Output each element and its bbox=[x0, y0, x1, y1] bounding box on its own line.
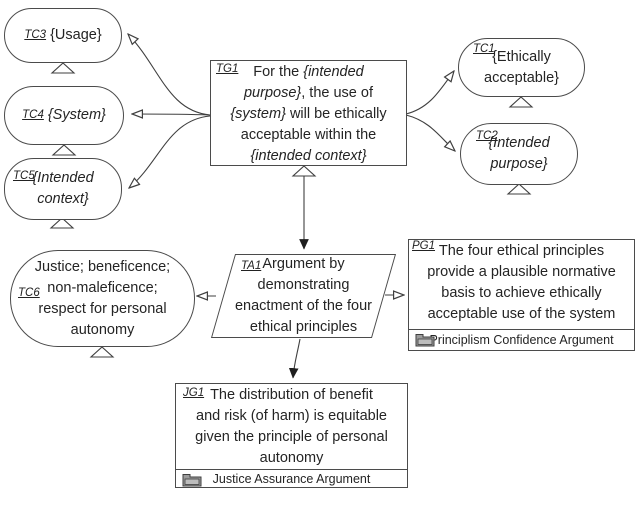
module-reference-jg1: Justice Assurance Argument bbox=[176, 469, 407, 487]
node-id-tc1: TC1 bbox=[473, 43, 495, 55]
goal-node-tg1: TG1 For the {intended purpose}, the use … bbox=[210, 60, 407, 166]
connector-ta1-jg1 bbox=[288, 338, 301, 379]
node-text-tc5: {Intended context} bbox=[32, 170, 94, 207]
node-id-pg1: PG1 bbox=[412, 240, 436, 252]
node-id-tc3: TC3 bbox=[24, 29, 47, 41]
connector-tg1-tc3 bbox=[128, 34, 211, 116]
tg1-text-plain: For the bbox=[253, 64, 304, 80]
uninstantiated-triangle-tc4 bbox=[51, 144, 77, 156]
node-text-jg1: The distribution of benefit and risk (of… bbox=[195, 387, 388, 466]
node-text-tg1: For the {intended purpose}, the use of {… bbox=[230, 62, 386, 167]
context-node-tc4: TC4 {System} bbox=[4, 86, 124, 145]
connector-tg1-tc1 bbox=[405, 71, 454, 115]
tg1-text-plain: will be ethically acceptable within the bbox=[240, 106, 387, 143]
connector-tg1-tc4 bbox=[132, 114, 211, 115]
strategy-node-ta1: TA1 Argument by demonstrating enactment … bbox=[210, 254, 397, 338]
node-text-tc1: {Ethically acceptable} bbox=[484, 48, 559, 86]
node-id-tc5: TC5 bbox=[13, 170, 35, 182]
node-id-tc6: TC6 bbox=[18, 287, 40, 299]
strategy-node-inner: TA1 Argument by demonstrating enactment … bbox=[224, 255, 383, 337]
module-label-jg1: Justice Assurance Argument bbox=[212, 471, 371, 486]
module-goal-node-pg1: PG1 The four ethical principles provide … bbox=[408, 239, 635, 351]
node-text-pg1: The four ethical principles provide a pl… bbox=[427, 243, 616, 322]
module-goal-body: The distribution of benefit and risk (of… bbox=[176, 384, 407, 469]
module-goal-body: The four ethical principles provide a pl… bbox=[409, 240, 634, 329]
uninstantiated-triangle-tc5 bbox=[49, 217, 75, 229]
connector-tg1-tc2 bbox=[405, 114, 455, 151]
context-node-tc2: TC2 {Intended purpose} bbox=[460, 123, 578, 185]
module-reference-pg1: Principlism Confidence Argument bbox=[409, 329, 634, 350]
uninstantiated-triangle-tg1 bbox=[291, 165, 317, 177]
node-id-tc4: TC4 bbox=[22, 109, 44, 121]
node-text-tc3: {Usage} bbox=[50, 27, 102, 43]
folder-icon bbox=[415, 333, 435, 350]
uninstantiated-triangle-tc2 bbox=[506, 183, 532, 195]
node-id-ta1: TA1 bbox=[241, 260, 262, 272]
uninstantiated-triangle-tc6 bbox=[89, 346, 115, 358]
tg1-text-plain: , the use of bbox=[301, 85, 373, 101]
context-node-tc6: TC6 Justice; beneficence; non-maleficenc… bbox=[10, 250, 195, 347]
node-id-tg1: TG1 bbox=[216, 63, 239, 75]
node-text-tc4: {System} bbox=[47, 107, 106, 123]
context-node-tc3: TC3 {Usage} bbox=[4, 8, 122, 63]
context-node-tc1: TC1 {Ethically acceptable} bbox=[458, 38, 585, 97]
context-node-tc5: TC5 {Intended context} bbox=[4, 158, 122, 220]
module-label-pg1: Principlism Confidence Argument bbox=[429, 333, 614, 347]
connector-tg1-tc5 bbox=[129, 115, 211, 188]
tg1-text-variable: {intended context} bbox=[250, 148, 367, 164]
uninstantiated-triangle-tc3 bbox=[50, 62, 76, 74]
node-id-jg1: JG1 bbox=[183, 387, 205, 399]
folder-icon bbox=[182, 473, 202, 490]
module-goal-node-jg1: JG1 The distribution of benefit and risk… bbox=[175, 383, 408, 488]
tg1-text-variable: {system} bbox=[230, 106, 286, 122]
tg1-text-variable: {intended purpose} bbox=[243, 64, 364, 101]
node-id-tc2: TC2 bbox=[476, 130, 498, 142]
node-text-tc2: {Intended purpose} bbox=[488, 135, 550, 172]
uninstantiated-triangle-tc1 bbox=[508, 96, 534, 108]
node-text-tc6: Justice; beneficence; non-maleficence; r… bbox=[34, 258, 171, 338]
